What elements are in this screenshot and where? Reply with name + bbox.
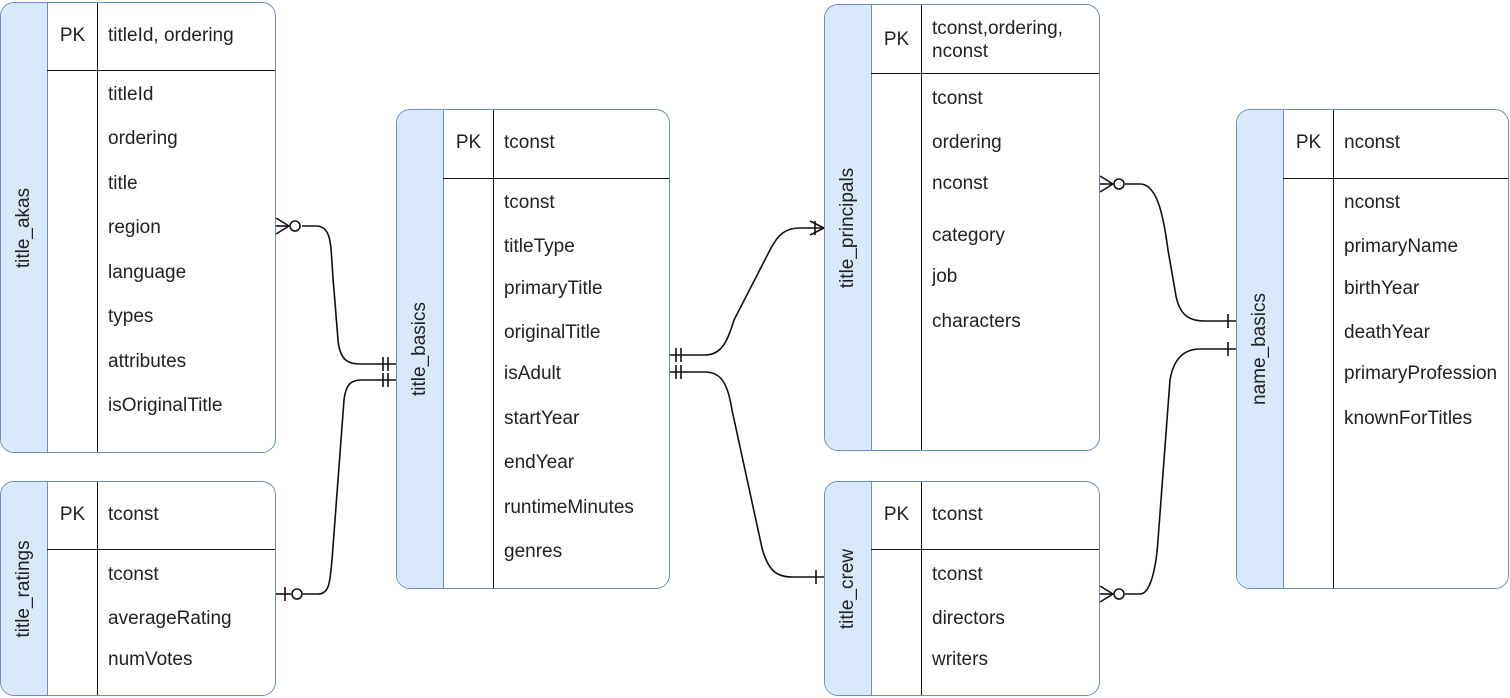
column-divider bbox=[97, 3, 98, 452]
pk-field: nconst bbox=[1344, 132, 1400, 153]
attribute-row: tconst bbox=[932, 564, 983, 585]
pk-field: tconst,ordering, nconst bbox=[932, 18, 1063, 62]
header-divider bbox=[871, 549, 1099, 550]
attribute-row: titleType bbox=[504, 236, 575, 257]
attribute-row: averageRating bbox=[108, 608, 232, 629]
attribute-row: characters bbox=[932, 311, 1021, 332]
attribute-row: attributes bbox=[108, 351, 187, 372]
pk-label: PK bbox=[455, 132, 482, 153]
attribute-row: title bbox=[108, 173, 138, 194]
entity-name: name_basics bbox=[1249, 293, 1270, 405]
header-divider bbox=[1283, 178, 1508, 179]
attribute-row: isOriginalTitle bbox=[108, 395, 223, 416]
attribute-row: tconst bbox=[504, 192, 555, 213]
attribute-row: runtimeMinutes bbox=[504, 497, 634, 518]
entity-name-basics[interactable]: name_basics PK nconst nconst primaryName… bbox=[1236, 109, 1509, 589]
entity-title-bar: title_akas bbox=[1, 3, 48, 452]
attribute-row: ordering bbox=[932, 132, 1002, 153]
entity-title-bar: name_basics bbox=[1237, 110, 1284, 588]
pk-field: tconst bbox=[504, 132, 555, 153]
entity-title-crew[interactable]: title_crew PK tconst tconst directors wr… bbox=[824, 481, 1100, 696]
entity-title-bar: title_ratings bbox=[1, 482, 48, 695]
edge-akas-basics bbox=[275, 217, 396, 371]
edge-crew-name bbox=[1099, 342, 1236, 603]
attribute-row: startYear bbox=[504, 408, 580, 429]
edge-basics-principals bbox=[670, 220, 825, 362]
column-divider bbox=[921, 482, 922, 695]
header-divider bbox=[871, 73, 1099, 74]
entity-name: title_ratings bbox=[13, 539, 34, 638]
entity-name: title_basics bbox=[409, 302, 430, 396]
attribute-row: genres bbox=[504, 541, 563, 562]
entity-title-bar: title_basics bbox=[397, 110, 444, 588]
header-divider bbox=[443, 178, 669, 179]
attribute-row: directors bbox=[932, 608, 1005, 629]
column-divider bbox=[493, 110, 494, 588]
header-divider bbox=[47, 70, 275, 71]
edge-principals-name bbox=[1099, 175, 1236, 328]
attribute-row: nconst bbox=[1344, 192, 1400, 213]
pk-label: PK bbox=[883, 29, 910, 50]
pk-label: PK bbox=[59, 25, 86, 46]
pk-label: PK bbox=[59, 504, 86, 525]
attribute-row: birthYear bbox=[1344, 278, 1420, 299]
entity-title-basics[interactable]: title_basics PK tconst tconst titleType … bbox=[396, 109, 670, 589]
pk-label: PK bbox=[1295, 132, 1322, 153]
header-divider bbox=[47, 549, 275, 550]
attribute-row: types bbox=[108, 306, 154, 327]
attribute-row: language bbox=[108, 262, 187, 283]
entity-title-akas[interactable]: title_akas PK titleId, ordering titleId … bbox=[0, 2, 276, 453]
attribute-row: numVotes bbox=[108, 649, 193, 670]
pk-field: titleId, ordering bbox=[108, 25, 234, 46]
entity-title-ratings[interactable]: title_ratings PK tconst tconst averageRa… bbox=[0, 481, 276, 696]
attribute-row: knownForTitles bbox=[1344, 408, 1473, 429]
attribute-row: primaryTitle bbox=[504, 278, 603, 299]
entity-title-bar: title_principals bbox=[825, 5, 872, 450]
entity-name: title_crew bbox=[837, 548, 858, 629]
edge-basics-crew bbox=[670, 365, 824, 584]
attribute-row: titleId bbox=[108, 84, 154, 105]
pk-field: tconst bbox=[932, 504, 983, 525]
entity-title-bar: title_crew bbox=[825, 482, 872, 695]
column-divider bbox=[97, 482, 98, 695]
entity-title-principals[interactable]: title_principals PK tconst,ordering, nco… bbox=[824, 4, 1100, 451]
attribute-row: ordering bbox=[108, 128, 178, 149]
attribute-row: nconst bbox=[932, 173, 988, 194]
pk-field: tconst bbox=[108, 504, 159, 525]
attribute-row: originalTitle bbox=[504, 322, 601, 343]
pk-label: PK bbox=[883, 504, 910, 525]
attribute-row: job bbox=[932, 266, 958, 287]
column-divider bbox=[1333, 110, 1334, 588]
attribute-row: isAdult bbox=[504, 363, 562, 384]
column-divider bbox=[921, 5, 922, 450]
attribute-row: deathYear bbox=[1344, 322, 1430, 343]
attribute-row: tconst bbox=[932, 88, 983, 109]
attribute-row: category bbox=[932, 225, 1005, 246]
attribute-row: endYear bbox=[504, 452, 575, 473]
attribute-row: primaryProfession bbox=[1344, 363, 1498, 384]
attribute-row: region bbox=[108, 217, 161, 238]
attribute-row: primaryName bbox=[1344, 236, 1459, 257]
entity-name: title_principals bbox=[837, 167, 858, 288]
edge-ratings-basics bbox=[276, 373, 396, 601]
attribute-row: tconst bbox=[108, 564, 159, 585]
entity-name: title_akas bbox=[13, 187, 34, 268]
attribute-row: writers bbox=[932, 649, 988, 670]
